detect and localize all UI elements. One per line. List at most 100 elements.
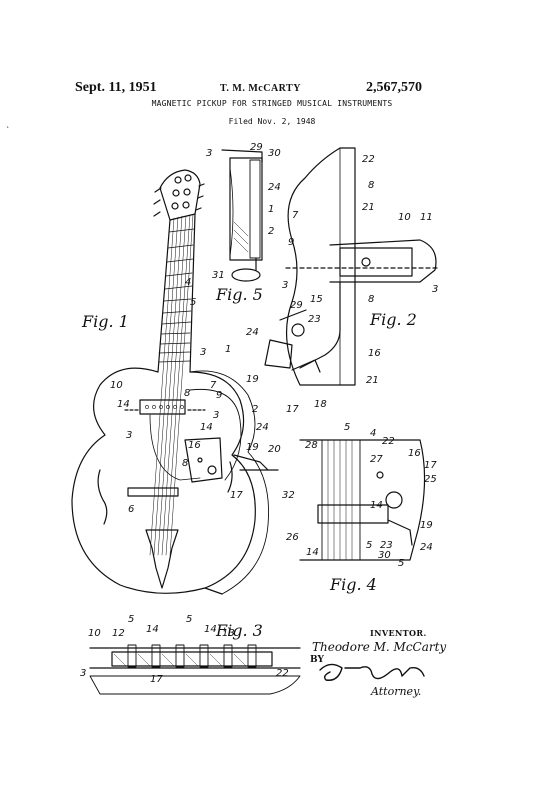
- guitar-strings: [149, 214, 194, 556]
- fig2-pickup: [339, 247, 413, 277]
- patent-date: Sept. 11, 1951: [75, 80, 157, 95]
- fig4-label: Fig. 4: [329, 575, 377, 594]
- svg-text:3: 3: [432, 284, 438, 295]
- tuning-peg: [171, 202, 179, 210]
- tuning-peg: [183, 188, 191, 196]
- svg-text:31: 31: [212, 270, 225, 281]
- fig1-pickup: [139, 399, 186, 415]
- svg-text:5: 5: [190, 297, 196, 308]
- fig5-knob: [231, 268, 261, 282]
- fig1-numerals: 4 5 3 1 7 9 8 10 14 3 14 3 16 8 6 2 24 1…: [110, 277, 281, 515]
- tuner-keys: [153, 183, 205, 217]
- guitar-body: [71, 367, 256, 594]
- svg-text:16: 16: [188, 440, 201, 451]
- svg-text:21: 21: [366, 375, 379, 386]
- attorney-signature-stroke: [319, 663, 425, 681]
- svg-text:3: 3: [126, 430, 132, 441]
- svg-text:16: 16: [408, 448, 421, 459]
- fig4-wire: [387, 519, 413, 546]
- output-jack: [233, 454, 269, 471]
- f-hole: [97, 469, 108, 525]
- svg-text:14: 14: [370, 500, 383, 511]
- svg-text:5: 5: [186, 614, 192, 625]
- tuning-peg: [172, 189, 180, 197]
- svg-text:14: 14: [146, 624, 159, 635]
- fig5-numerals: 3 29 30 24 1 2 31: [206, 142, 281, 281]
- svg-text:22: 22: [382, 436, 395, 447]
- fig5-edge: [229, 167, 234, 257]
- svg-text:24: 24: [268, 182, 281, 193]
- svg-text:9: 9: [216, 390, 222, 401]
- guitar-body-side: [189, 370, 269, 595]
- control-knob: [197, 457, 203, 463]
- tailpiece: [145, 529, 179, 589]
- svg-text:21: 21: [362, 202, 375, 213]
- svg-text:23: 23: [308, 314, 321, 325]
- fig1-label: Fig. 1: [81, 312, 129, 331]
- svg-text:24: 24: [420, 542, 433, 553]
- svg-text:29: 29: [290, 300, 303, 311]
- svg-text:14: 14: [117, 399, 130, 410]
- fig2-jack: [264, 339, 293, 369]
- svg-text:5: 5: [128, 614, 134, 625]
- svg-text:16: 16: [368, 348, 381, 359]
- pickup-wire: [149, 414, 201, 481]
- fig3-base: [89, 675, 301, 695]
- svg-text:15: 15: [310, 294, 323, 305]
- fig2-drawing: [264, 147, 441, 386]
- svg-text:28: 28: [305, 440, 318, 451]
- svg-text:10: 10: [110, 380, 123, 391]
- svg-text:29: 29: [250, 142, 263, 153]
- control-plate: [184, 437, 223, 483]
- attorney-label: Attorney.: [371, 685, 422, 698]
- guitar-neck: [157, 213, 196, 373]
- fig2-body-outline: [285, 147, 356, 386]
- svg-text:3: 3: [80, 668, 86, 679]
- fig4-neck: [321, 439, 361, 561]
- fig2-pot: [279, 309, 307, 321]
- svg-text:10: 10: [398, 212, 411, 223]
- fig5-body: [229, 157, 263, 261]
- svg-text:17: 17: [424, 460, 437, 471]
- pickguard: [189, 388, 242, 481]
- svg-text:19: 19: [246, 374, 259, 385]
- fig4-knob: [385, 491, 403, 509]
- svg-text:24: 24: [256, 422, 269, 433]
- svg-text:4: 4: [185, 277, 191, 288]
- fig3-drawing: [89, 644, 301, 695]
- svg-text:19: 19: [420, 520, 433, 531]
- svg-text:26: 26: [286, 532, 299, 543]
- inventor-header: T. M. McCARTY: [220, 83, 301, 94]
- svg-text:14: 14: [200, 422, 213, 433]
- fig5-bracket: [221, 149, 263, 163]
- svg-text:13: 13: [222, 628, 235, 639]
- by-label: BY: [310, 655, 324, 665]
- svg-text:8: 8: [368, 294, 374, 305]
- fig3-numerals: 5 5 14 14 13 10 12 3 17 22: [80, 614, 289, 685]
- svg-text:17: 17: [150, 674, 163, 685]
- svg-text:22: 22: [362, 154, 375, 165]
- svg-text:1: 1: [225, 344, 231, 355]
- tuning-peg: [182, 201, 190, 209]
- guitar-headstock: [159, 169, 201, 221]
- svg-text:30: 30: [378, 550, 391, 561]
- fig5-drawing: [221, 149, 263, 282]
- fig5-plate: [249, 159, 261, 259]
- svg-text:4: 4: [370, 428, 376, 439]
- svg-text:25: 25: [424, 474, 437, 485]
- bridge: [127, 487, 179, 497]
- f-hole: [227, 461, 233, 493]
- tuning-peg: [174, 176, 182, 184]
- inventor-name: Theodore M. McCarty: [312, 640, 447, 654]
- svg-text:23: 23: [380, 540, 393, 551]
- svg-text:3: 3: [213, 410, 219, 421]
- fig2-pickup-housing: [329, 239, 437, 283]
- fig4-pickup: [317, 504, 389, 524]
- svg-text:3: 3: [206, 148, 212, 159]
- svg-text:3: 3: [282, 280, 288, 291]
- svg-text:9: 9: [288, 237, 294, 248]
- svg-text:22: 22: [276, 668, 289, 679]
- fig2-knob: [291, 323, 305, 337]
- svg-text:11: 11: [420, 212, 433, 223]
